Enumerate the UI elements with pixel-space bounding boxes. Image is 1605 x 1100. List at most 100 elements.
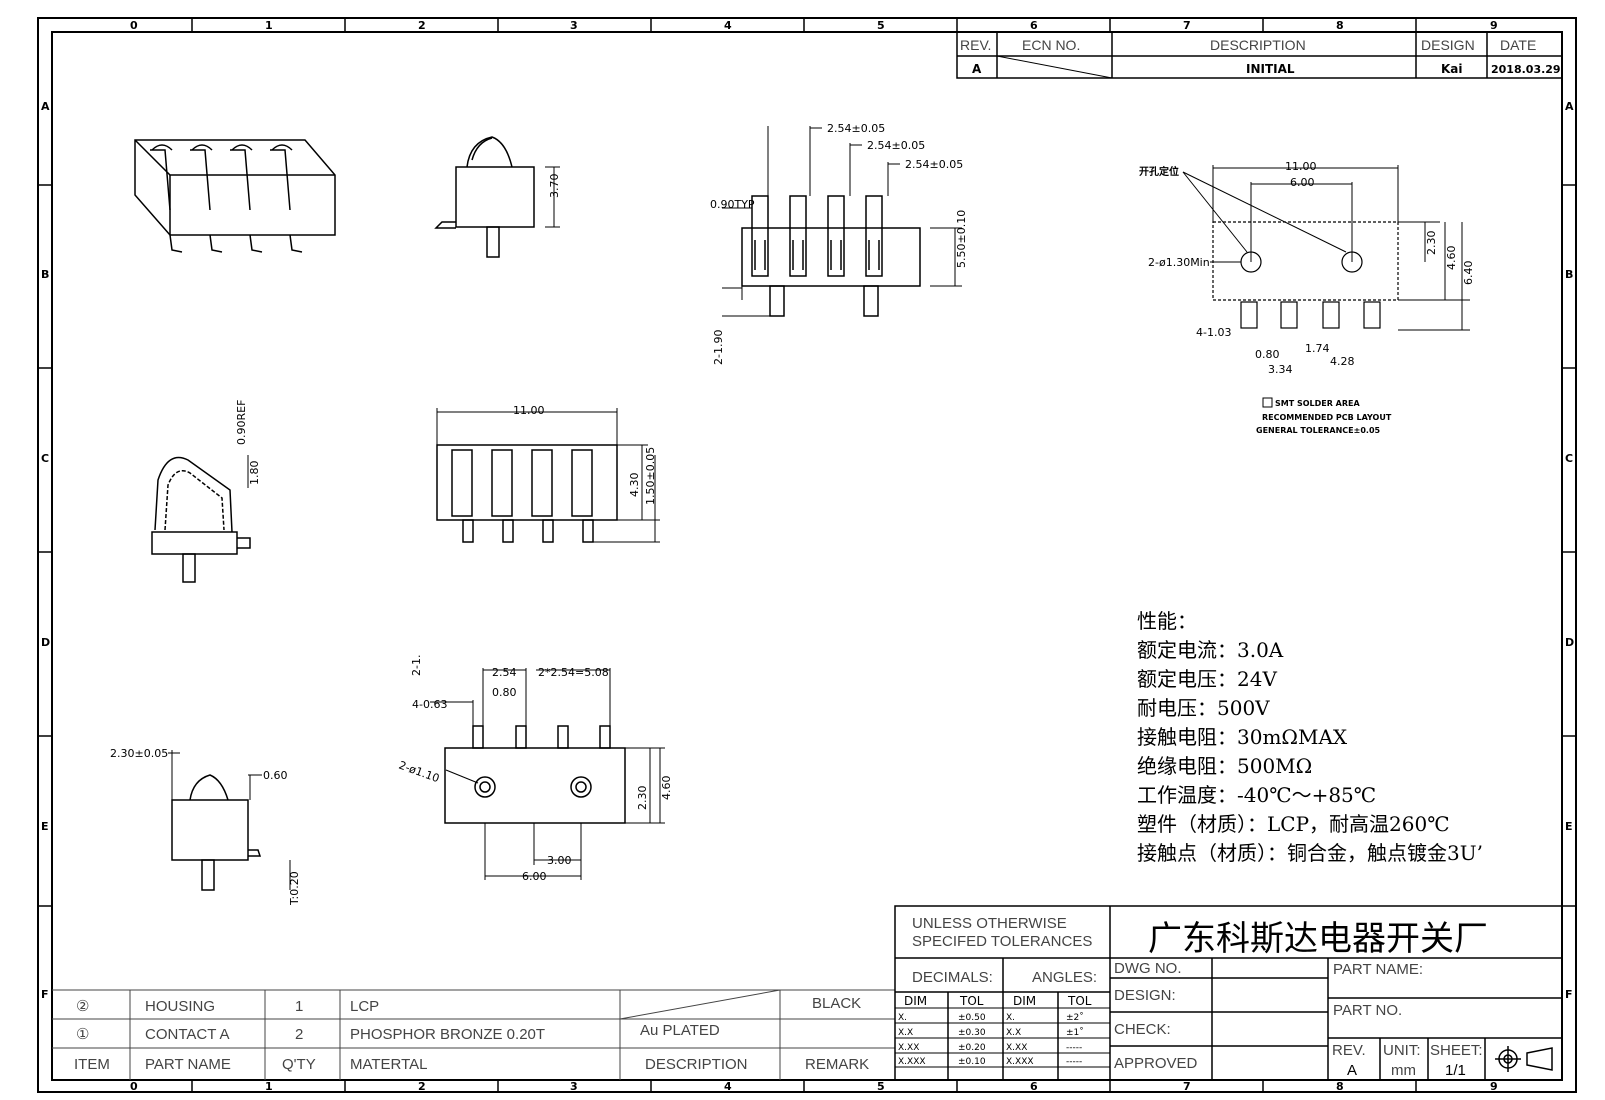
col-label: 3 [570,1080,578,1093]
col-label: 9 [1490,1080,1498,1093]
dim-text: 1.74 [1305,342,1330,355]
ang-dim: X.XXX [1006,1057,1034,1067]
dec-dim: X.X [898,1028,913,1038]
date-header: DATE [1500,37,1536,53]
row-label: D [41,636,50,649]
side-view-top [434,136,535,258]
dim-text: 4.30 [628,473,641,498]
col-label: 4 [724,19,732,32]
sheet-label: SHEET: [1430,1042,1483,1059]
dim-text: 3.34 [1268,363,1293,376]
dec-tol: ±0.20 [958,1043,986,1053]
pcb-layout [1212,221,1399,329]
specified-label: SPECIFED TOLERANCES [912,933,1092,950]
spec-line: 额定电流：3.0A [1137,638,1284,662]
spec-line: 性能： [1137,609,1197,633]
tol-header: TOL [959,994,984,1008]
col-label: 9 [1490,19,1498,32]
dim-header: DIM [904,994,927,1008]
front-view-middle [436,444,618,543]
spec-line: 工作温度：-40℃～+85℃ [1137,783,1376,807]
bom-header-part: PART NAME [145,1056,231,1073]
spec-line: 绝缘电阻：500MΩ [1137,754,1312,778]
legend-smt: SMT SOLDER AREA [1275,399,1360,408]
side-view-middle [151,456,251,583]
dec-dim: X.XXX [898,1057,926,1067]
bom-header-material: MATERTAL [350,1056,428,1073]
col-label: 8 [1336,1080,1344,1093]
dim-text: 6.40 [1462,261,1475,286]
angles-label: ANGLES: [1032,969,1097,986]
side-view-bottom [171,774,262,891]
part-name-label: PART NAME: [1333,961,1423,978]
description-header: DESCRIPTION [1210,37,1306,53]
dim-text: 2-1. [410,655,423,676]
col-label: 0 [130,1080,138,1093]
row-label: C [41,452,49,465]
dim-text: 2.54±0.05 [905,158,963,171]
smt-legend-swatch [1262,397,1273,408]
ang-dim: X. [1006,1013,1015,1023]
row-label: E [41,820,49,833]
bom-header-description: DESCRIPTION [645,1056,748,1073]
design-header: DESIGN [1421,37,1475,53]
decimals-label: DECIMALS: [912,969,993,986]
specifications: 性能： 额定电流：3.0A 额定电压：24V 耐电压：500V 接触电阻：30m… [1137,609,1483,865]
spec-line: 塑件（材质）：LCP，耐高温260℃ [1137,812,1450,836]
dim-text: 3.00 [547,854,572,867]
unit-value: mm [1391,1062,1416,1079]
col-label: 5 [877,19,885,32]
bom-header-remark: REMARK [805,1056,869,1073]
dec-tol: ±0.50 [958,1013,986,1023]
dim-text: 0.90REF [235,400,248,445]
legend-pcb: RECOMMENDED PCB LAYOUT [1262,413,1392,422]
date-value: 2018.03.29 [1491,63,1561,76]
col-label: 7 [1183,19,1191,32]
dim-text: 0.80 [1255,348,1280,361]
dim-text: 2-ø1.30Min [1148,256,1210,269]
row-label: D [1565,636,1574,649]
dim-text: 0.90TYP [710,198,755,211]
grid-ticks [38,18,1576,1092]
rev-header: REV. [960,37,991,53]
col-label: 0 [130,19,138,32]
dim-text: 6.00 [522,870,547,883]
bom-remark: BLACK [812,995,861,1012]
ang-tol: ----- [1066,1043,1082,1053]
dim-header: DIM [1013,994,1036,1008]
col-label: 2 [418,1080,426,1093]
rev-value: A [972,62,982,76]
col-label: 6 [1030,19,1038,32]
bottom-view [444,725,626,824]
ang-dim: X.X [1006,1028,1021,1038]
inner-frame [51,31,1563,1081]
dwg-no-label: DWG NO. [1114,960,1182,977]
bom-header-qty: Q'TY [282,1056,316,1073]
dim-text: 2.30±0.05 [110,747,168,760]
ecn-header: ECN NO. [1022,37,1080,53]
dim-text: 4.60 [660,776,673,801]
bom-material: PHOSPHOR BRONZE 0.20T [350,1026,545,1043]
dim-text: 4.28 [1330,355,1355,368]
description-value: INITIAL [1246,62,1295,76]
col-label: 3 [570,19,578,32]
design-label: DESIGN: [1114,987,1176,1004]
dim-text: 4.60 [1445,246,1458,271]
dim-text: 1.80 [248,461,261,486]
spec-line: 接触点（材质）：铜合金，触点镀金3U’ [1137,841,1483,865]
row-label: A [41,100,50,113]
row-label: B [41,268,49,281]
front-view-top [741,195,921,317]
dim-text: 2-ø1.10 [397,759,441,786]
bom-qty: 1 [295,998,303,1015]
approved-label: APPROVED [1114,1055,1198,1072]
row-label: C [1565,452,1573,465]
bom-part: CONTACT A [145,1026,229,1043]
bom-description: Au PLATED [640,1022,720,1039]
col-label: 7 [1183,1080,1191,1093]
spec-line: 额定电压：24V [1137,667,1277,691]
outer-frame [37,17,1577,1093]
dim-text: 4-0.63 [412,698,447,711]
tol-header: TOL [1067,994,1092,1008]
dim-text: 2*2.54=5.08 [538,666,609,679]
